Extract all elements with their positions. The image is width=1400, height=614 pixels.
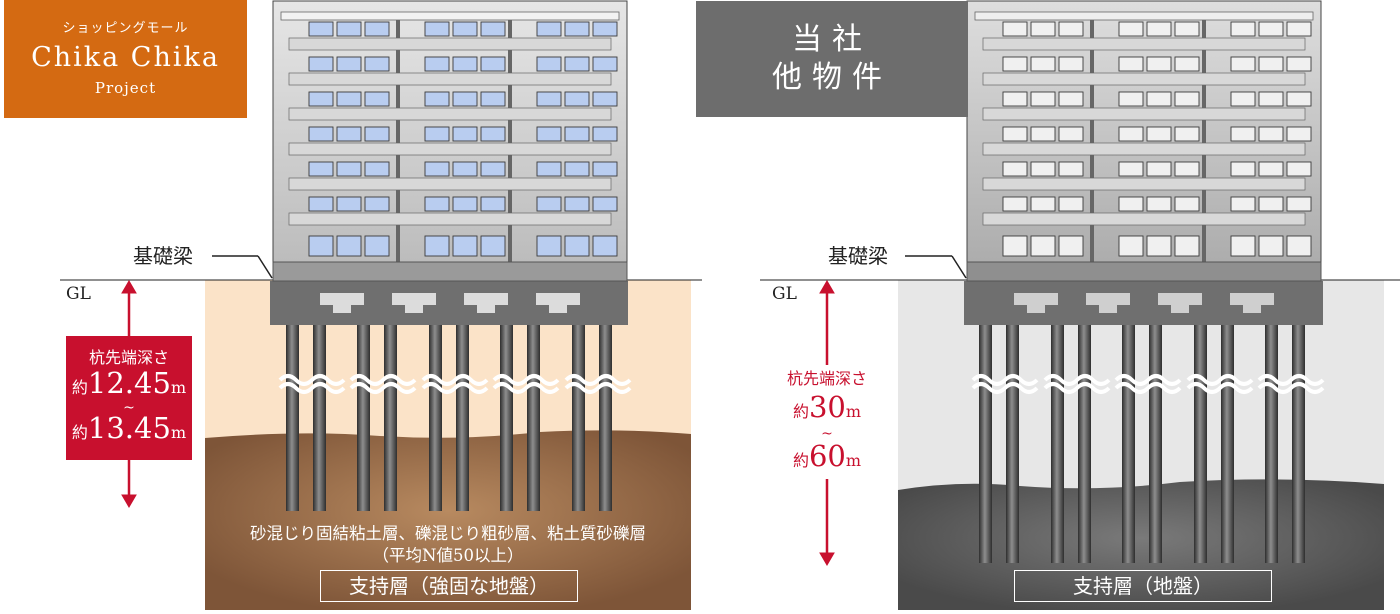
left-pile-depth-box: 杭先端深さ 約12.45m ~ 約13.45m xyxy=(66,336,192,460)
brand-subtitle: ショッピングモール xyxy=(62,21,189,36)
brand-label: ショッピングモール Chika Chika Project xyxy=(4,0,247,118)
right-windows xyxy=(982,21,1312,257)
left-gl-label: GL xyxy=(66,284,91,304)
right-depth-bottom: 約60m xyxy=(792,439,862,473)
left-pile-breaks xyxy=(278,374,632,394)
right-pile-caps xyxy=(1014,293,1274,313)
right-depth-top: 約30m xyxy=(792,390,862,424)
right-foundation-beam-label: 基礎梁 xyxy=(828,244,888,268)
left-depth-bottom: 約13.45m xyxy=(71,411,187,445)
left-pile-caps xyxy=(320,293,580,313)
left-windows xyxy=(288,21,618,257)
right-pile-depth-label: 杭先端深さ 約30m ~ 約60m xyxy=(772,365,882,479)
comparison-line2: 他物件 xyxy=(772,60,892,95)
right-pile-breaks xyxy=(971,374,1325,394)
right-bearing-layer-label: 支持層（地盤） xyxy=(1014,570,1272,602)
left-bearing-stratum xyxy=(205,430,691,610)
comparison-line1: 当社 xyxy=(792,22,872,57)
left-bearing-layer-label: 支持層（強固な地盤） xyxy=(320,570,578,602)
left-depth-tilde: ~ xyxy=(123,400,135,416)
brand-title: Chika Chika xyxy=(31,42,220,73)
right-depth-heading: 杭先端深さ xyxy=(786,369,867,388)
left-piles xyxy=(286,325,612,511)
left-building xyxy=(272,0,628,282)
brand-project: Project xyxy=(94,79,157,97)
right-gl-label: GL xyxy=(772,284,797,304)
left-strata-description: 砂混じり固結粘土層、礫混じり粗砂層、粘土質砂礫層 xyxy=(250,524,646,543)
left-scene xyxy=(60,0,702,610)
left-depth-top: 約12.45m xyxy=(71,366,187,400)
left-foundation-beam-label: 基礎梁 xyxy=(133,244,193,268)
left-n-value-note: （平均N値50以上） xyxy=(372,546,524,565)
left-depth-heading: 杭先端深さ xyxy=(88,348,169,367)
right-bearing-stratum xyxy=(898,479,1384,610)
right-building xyxy=(966,0,1322,282)
right-depth-tilde: ~ xyxy=(821,426,833,442)
comparison-label: 当社 他物件 xyxy=(696,1,968,117)
right-scene xyxy=(760,0,1400,610)
